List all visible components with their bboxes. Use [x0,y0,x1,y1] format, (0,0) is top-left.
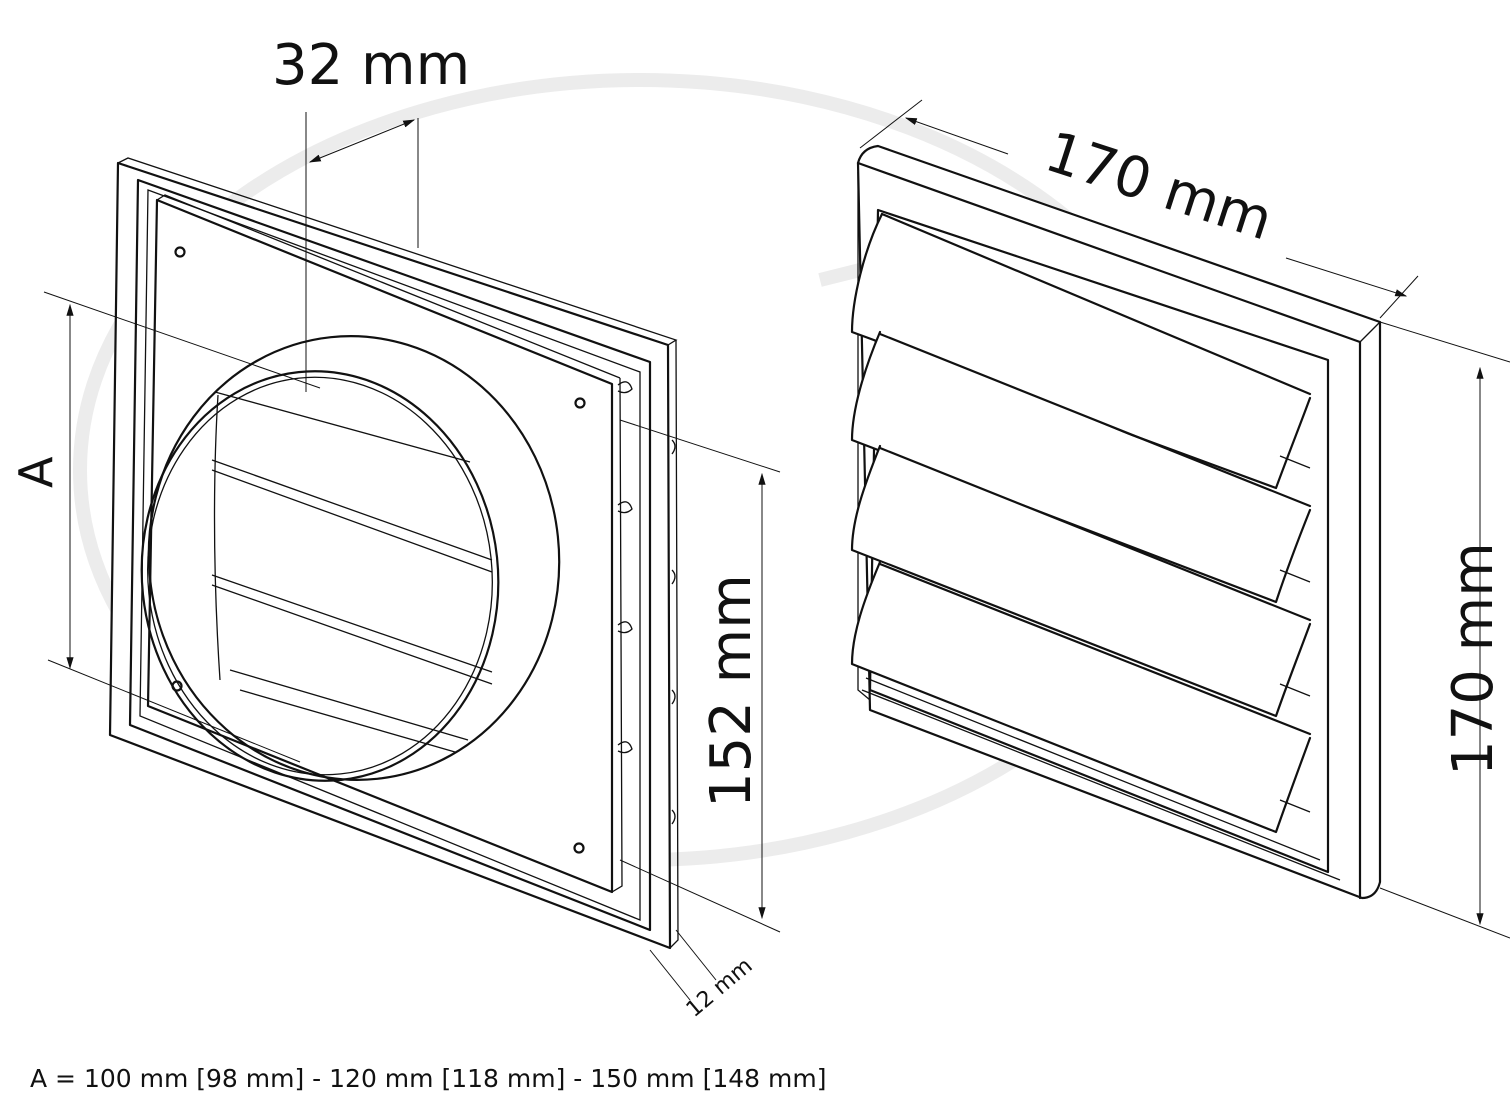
screw-hole-top-left [174,246,186,258]
louvre-blade-2 [850,330,1312,604]
louvre-blade-1 [850,212,1312,490]
louvre-blade-4 [850,560,1312,834]
back-frame-inner [128,178,652,932]
spigot-back-rim [147,335,561,781]
dimension-height: 170 mm [1379,321,1510,939]
diameter-label: A [9,456,63,488]
back-view-grille [108,157,679,950]
louvre-blade-3 [850,444,1312,718]
screw-hole-top-right [574,397,586,409]
frame-thickness-label: 12 mm [682,953,758,1022]
hinge-clips [617,381,676,825]
height-label: 170 mm [1441,542,1506,776]
depth-label: 32 mm [272,33,470,98]
inner-height-label: 152 mm [699,574,764,808]
spigot-front-rim [140,370,500,782]
dimension-depth: 32 mm [272,33,470,392]
dimension-inner-height: 152 mm [619,419,781,933]
diameter-variants-caption: A = 100 mm [98 mm] - 120 mm [118 mm] - 1… [30,1064,827,1093]
front-view-grille [850,144,1382,900]
dimension-diameter: A [9,291,321,763]
screw-hole-bottom-right [573,842,585,854]
